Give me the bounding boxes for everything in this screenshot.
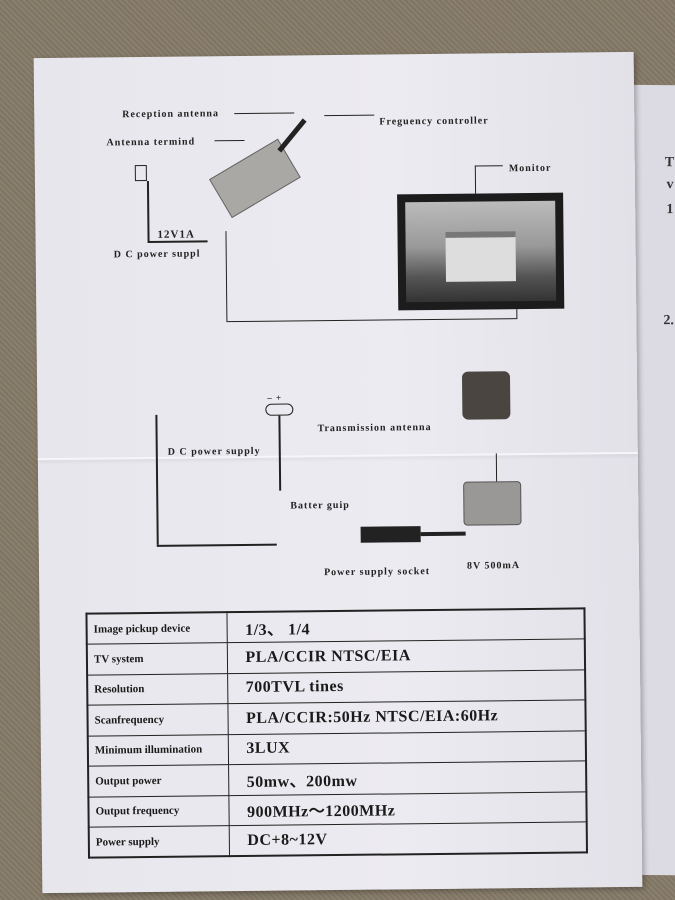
next-page-text: 1 xyxy=(666,202,674,218)
next-page-text: v xyxy=(666,177,674,193)
camera-side-image xyxy=(463,481,522,526)
frequency-controller-label: Freguency controller xyxy=(379,115,489,128)
receiver-box-icon xyxy=(209,138,301,219)
spec-label: Output power xyxy=(88,764,229,797)
spec-label: Resolution xyxy=(87,673,228,706)
next-page-text: T xyxy=(664,155,675,171)
next-page-text: 2. xyxy=(663,313,674,329)
paper-fold xyxy=(37,451,638,461)
camera-front-image xyxy=(461,371,511,420)
dc-power-supply-label: D C power supply xyxy=(167,445,261,458)
antenna-terminal-label: Antenna termind xyxy=(106,136,196,149)
spec-label: Power supply xyxy=(88,825,230,858)
monitor-label: Monitor xyxy=(508,162,552,175)
spec-value: 50mw、200mw xyxy=(228,760,587,796)
power-adapter-icon xyxy=(134,164,147,182)
transmission-antenna-label: Transmission antenna xyxy=(317,422,432,435)
spec-label: TV system xyxy=(86,642,228,675)
spec-value: 1/3、 1/4 xyxy=(226,608,585,643)
manual-page: Reception antenna Antenna termind Fregue… xyxy=(33,51,643,894)
spec-value: DC+8~12V xyxy=(228,821,587,857)
spec-value: 700TVL tines xyxy=(227,669,586,704)
spec-label: Output frequency xyxy=(88,795,229,828)
spec-label: Scanfrequency xyxy=(87,703,228,736)
spec-value: PLA/CCIR:50Hz NTSC/EIA:60Hz xyxy=(227,699,586,735)
battery-clip-icon xyxy=(265,403,294,416)
camera-rating-label: 8V 500mA xyxy=(466,560,521,572)
power-socket-label: Power supply socket xyxy=(323,566,431,579)
power-plug-icon xyxy=(360,526,421,543)
reception-antenna-label: Reception antenna xyxy=(122,108,220,121)
spec-label: Image pickup device xyxy=(86,612,227,645)
spec-label: Minimum illumination xyxy=(87,734,229,767)
spec-value: 900MHz～1200MHz xyxy=(228,791,587,826)
battery-label: Batter guip xyxy=(290,499,350,512)
spec-value: PLA/CCIR NTSC/EIA xyxy=(226,638,586,674)
monitor-image xyxy=(397,192,565,311)
adapter-rating-label: 12V1A xyxy=(157,228,195,241)
polarity-label: – + xyxy=(267,392,283,403)
dc-power-label: D C power suppl xyxy=(113,248,201,261)
spec-value: 3LUX xyxy=(227,730,587,765)
